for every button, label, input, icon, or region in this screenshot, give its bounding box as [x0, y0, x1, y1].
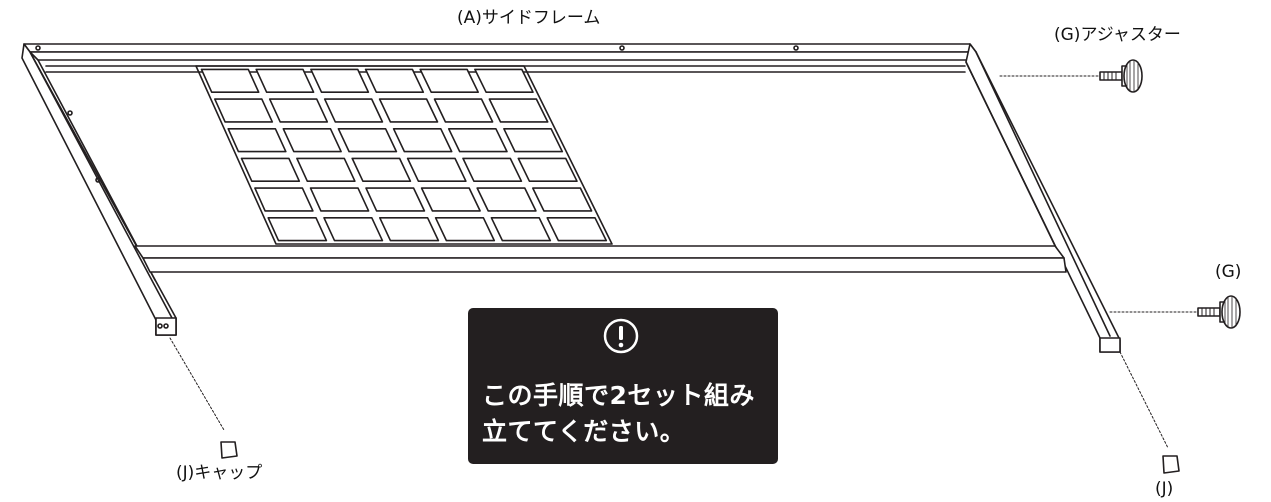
- mesh-cell: [323, 98, 384, 123]
- mesh-cell: [474, 68, 534, 93]
- notice-line-1: この手順で2セット組み: [482, 381, 755, 410]
- mesh-cell: [255, 68, 315, 93]
- bottom-rail: [134, 245, 1067, 273]
- mesh-cell: [254, 187, 314, 212]
- mesh-cell: [296, 157, 356, 182]
- mesh-outline: [195, 65, 613, 245]
- mesh-cell: [517, 157, 578, 182]
- mesh-cell: [462, 157, 523, 182]
- mesh-cell: [378, 98, 439, 123]
- frame-holes: [35, 45, 799, 329]
- mesh-cell: [406, 157, 467, 182]
- mesh-cell: [351, 157, 412, 182]
- label-cap-right: (J): [1155, 479, 1174, 499]
- top-rail: [23, 43, 977, 73]
- cap-left: [169, 337, 238, 459]
- mesh-cell: [488, 98, 549, 123]
- cap-right: [1119, 351, 1180, 474]
- mesh-cell: [420, 187, 481, 212]
- right-post: [965, 43, 1121, 353]
- label-side-frame: (A)サイドフレーム: [457, 8, 601, 28]
- mesh-cell: [434, 217, 496, 242]
- mesh-cell: [447, 128, 508, 153]
- mesh-cell: [267, 217, 328, 242]
- mesh-cell: [282, 128, 342, 153]
- exclamation-circle-icon: [603, 318, 639, 354]
- mesh-cell: [503, 128, 564, 153]
- notice-text: この手順で2セット組み 立ててください。: [482, 378, 755, 450]
- left-post: [21, 43, 177, 336]
- mesh-cell: [392, 128, 453, 153]
- mesh-cell: [310, 68, 370, 93]
- mesh-cell: [532, 187, 593, 212]
- mesh-cell: [200, 68, 260, 93]
- notice-line-2: 立ててください。: [482, 417, 686, 446]
- mesh-cell: [379, 217, 440, 242]
- mesh-cell: [546, 217, 608, 242]
- mesh-cell: [323, 217, 384, 242]
- mesh-cell: [490, 217, 552, 242]
- mesh-cell: [268, 98, 329, 123]
- mesh-cell: [214, 98, 274, 123]
- label-cap-left: (J)キャップ: [176, 463, 263, 483]
- adjuster-bottom: [1109, 295, 1241, 329]
- label-adjuster-top: (G)アジャスター: [1054, 25, 1181, 45]
- adjuster-top: [999, 59, 1143, 93]
- mesh-cell: [337, 128, 398, 153]
- mesh-cell: [309, 187, 370, 212]
- mesh-cell: [364, 68, 425, 93]
- mesh-cell: [419, 68, 479, 93]
- label-adjuster-bottom: (G): [1215, 262, 1242, 282]
- mesh-panel: [195, 65, 613, 245]
- mesh-cell: [476, 187, 537, 212]
- mesh-cell: [240, 157, 301, 182]
- mesh-cell: [433, 98, 494, 123]
- notice-box: この手順で2セット組み 立ててください。: [468, 308, 778, 464]
- mesh-cell: [365, 187, 426, 212]
- mesh-cell: [227, 128, 287, 153]
